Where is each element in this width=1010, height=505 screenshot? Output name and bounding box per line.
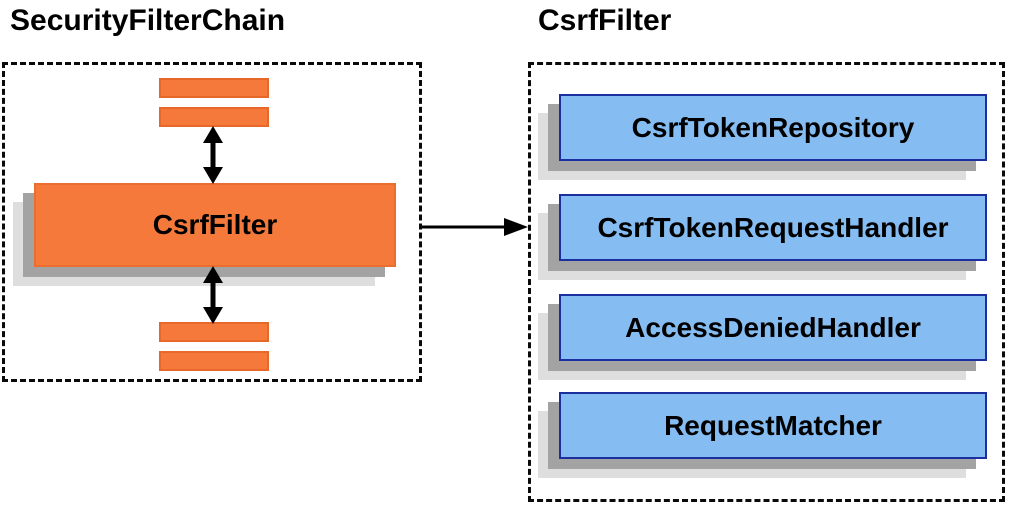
security-filter-chain-title: SecurityFilterChain xyxy=(10,4,286,37)
csrf-filter-detail-container xyxy=(528,62,1005,502)
component-label: AccessDeniedHandler xyxy=(625,311,921,343)
component-label: CsrfTokenRepository xyxy=(631,111,915,143)
security-filter-chain-container xyxy=(2,62,422,382)
csrf-filter-box-label: CsrfFilter xyxy=(152,209,278,240)
csrf-token-request-handler-box: CsrfTokenRequestHandler xyxy=(559,194,987,261)
csrf-token-repository-box: CsrfTokenRepository xyxy=(559,94,987,161)
double-arrow-icon xyxy=(203,266,223,324)
filter-placeholder-bar xyxy=(159,78,269,98)
access-denied-handler-box: AccessDeniedHandler xyxy=(559,294,987,361)
component-label: CsrfTokenRequestHandler xyxy=(597,211,949,243)
csrf-filter-title: CsrfFilter xyxy=(538,4,672,37)
double-arrow-icon xyxy=(203,126,223,184)
flow-arrow-icon xyxy=(422,218,528,236)
component-label: RequestMatcher xyxy=(664,409,882,441)
filter-placeholder-bar xyxy=(159,322,269,342)
csrf-filter-box: CsrfFilter xyxy=(34,183,396,267)
filter-placeholder-bar xyxy=(159,107,269,127)
filter-placeholder-bar xyxy=(159,351,269,371)
request-matcher-box: RequestMatcher xyxy=(559,392,987,459)
